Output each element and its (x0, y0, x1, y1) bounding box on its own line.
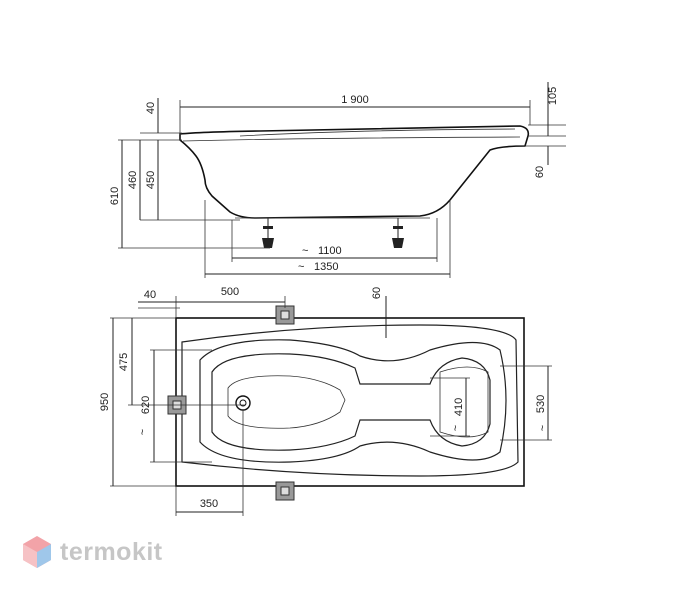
dim-height-450: 450 (145, 171, 157, 189)
approx-symbol-410: ~ (450, 425, 462, 431)
side-right-foot (392, 218, 404, 248)
approx-symbol-530: ~ (537, 425, 549, 431)
dim-neck-410: 410 (453, 398, 465, 416)
dim-leg-span-1100: 1100 (318, 245, 342, 257)
dim-right-105: 105 (547, 87, 559, 105)
dim-height-610: 610 (109, 187, 121, 205)
dim-rim-40: 40 (145, 102, 157, 114)
basin-inner (211, 353, 491, 451)
dim-top-depth-60: 60 (371, 287, 383, 299)
dim-top-offset-40: 40 (144, 289, 156, 301)
dim-height-460: 460 (127, 171, 139, 189)
mounting-bracket-bottom (275, 481, 295, 501)
hexagon-logo-icon (23, 536, 51, 568)
brand-name: termokit (60, 537, 163, 566)
side-view: 1 900 610 460 450 40 105 60 ~ 1100 (109, 82, 566, 278)
dim-top-width-500: 500 (221, 286, 239, 298)
dim-half-width-475: 475 (118, 353, 130, 371)
dim-back-530: 530 (535, 395, 547, 413)
drain-icon (235, 395, 251, 411)
rim-contour (181, 324, 519, 477)
mounting-bracket-top (275, 305, 295, 325)
approx-symbol-1100: ~ (302, 245, 308, 257)
dim-right-60: 60 (534, 166, 546, 178)
side-left-foot (262, 218, 274, 248)
dim-total-length: 1 900 (341, 94, 369, 106)
basin-outer (199, 339, 507, 463)
dim-base-span-1350: 1350 (314, 261, 338, 273)
brand-logo: termokit (22, 535, 163, 569)
approx-symbol-620: ~ (137, 429, 149, 435)
side-tub-body (179, 125, 530, 219)
dim-drain-350: 350 (200, 498, 218, 510)
dim-head-620: 620 (140, 396, 152, 414)
dim-overall-width-950: 950 (99, 393, 111, 411)
approx-symbol-1350: ~ (298, 261, 304, 273)
top-view: 40 500 60 950 475 620 ~ 410 ~ 530 ~ (99, 286, 552, 516)
